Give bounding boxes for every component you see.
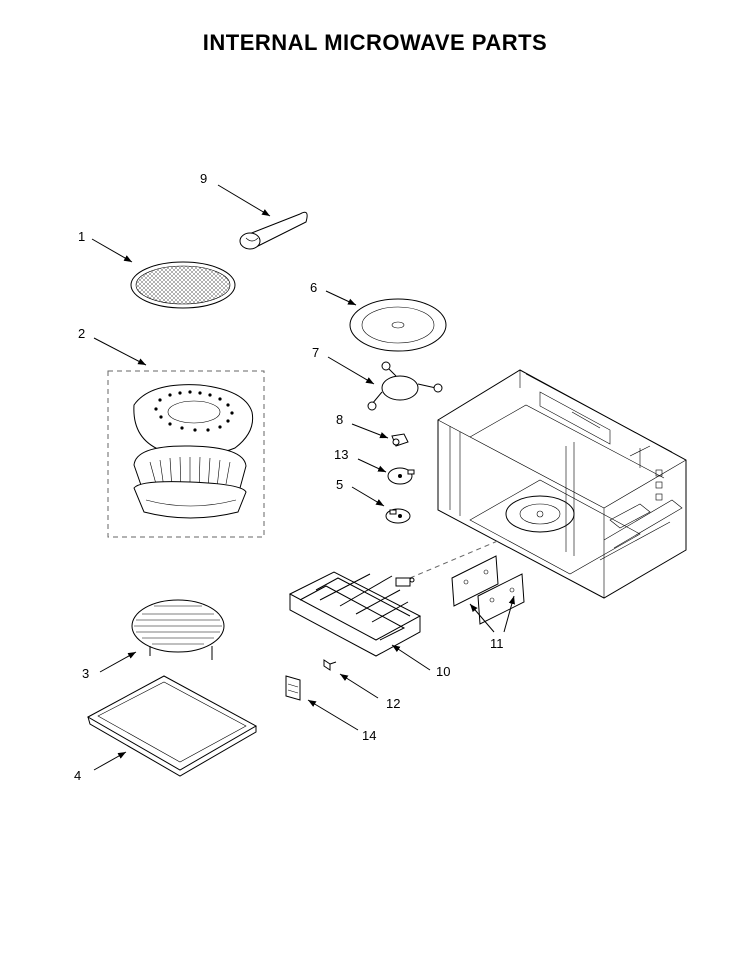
diagram-title: INTERNAL MICROWAVE PARTS: [202, 30, 548, 55]
leader-5: [351, 486, 385, 507]
leader-11b: [503, 595, 515, 633]
callout-9: 9: [200, 171, 207, 186]
leader-11a: [469, 603, 495, 633]
callout-3: 3: [82, 666, 89, 681]
leader-8: [351, 423, 389, 439]
leader-13: [357, 458, 387, 473]
leader-2: [93, 337, 147, 366]
part-7-roller-guide: [367, 361, 443, 411]
callout-2: 2: [78, 326, 85, 341]
part-4-baking-tray: [86, 675, 258, 777]
leader-3: [99, 651, 137, 673]
part-10-heating-element: [288, 571, 422, 657]
callout-6: 6: [310, 280, 317, 295]
callout-1: 1: [78, 229, 85, 244]
callout-8: 8: [336, 412, 343, 427]
part-14-label: [285, 675, 301, 701]
part-3-wire-rack: [131, 599, 225, 660]
leader-9: [217, 184, 271, 217]
callout-11: 11: [490, 636, 504, 651]
part-5-thermal-switch: [385, 508, 411, 524]
callout-5: 5: [336, 477, 343, 492]
leader-12: [339, 673, 379, 699]
oven-cavity-frame: [437, 369, 687, 599]
part-1-crisper-tray: [130, 261, 236, 309]
callout-12: 12: [386, 696, 400, 711]
leader-1: [91, 238, 133, 263]
leader-7: [327, 356, 375, 385]
callout-13: 13: [334, 447, 348, 462]
part-12-clip: [323, 659, 337, 671]
callout-4: 4: [74, 768, 81, 783]
part-6-turntable: [349, 298, 447, 352]
leader-6: [325, 290, 357, 306]
part-8-coupler: [391, 433, 409, 447]
part-9-utensil: [239, 211, 308, 250]
callout-7: 7: [312, 345, 319, 360]
leader-14: [307, 699, 359, 731]
part-2-steamer: [133, 384, 254, 519]
leader-4: [93, 751, 127, 771]
callout-10: 10: [436, 664, 450, 679]
part-11-panels: [409, 539, 525, 625]
part-2-group-box: [107, 370, 265, 538]
callout-14: 14: [362, 728, 376, 743]
leader-10: [391, 644, 431, 671]
part-13-turntable-motor: [387, 467, 415, 485]
